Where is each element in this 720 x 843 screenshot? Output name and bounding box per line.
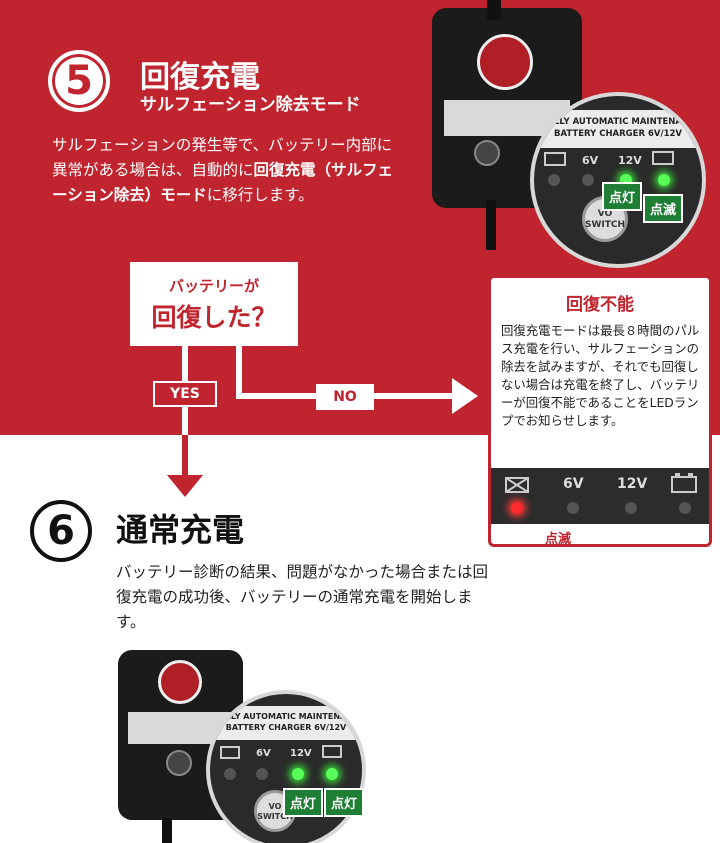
led-6v-bottom — [256, 768, 268, 780]
failure-box: 回復不能 回復充電モードは最長８時間のパルス充電を行い、サルフェーションの除去を… — [488, 275, 712, 547]
step-5-desc-bold: 回復充電（サルフェーション除去）モード — [52, 161, 394, 204]
failure-title: 回復不能 — [566, 295, 634, 315]
label-12v-top: 12V — [618, 154, 642, 167]
question-line-1: バッテリーが — [168, 276, 259, 295]
charger-cable-wire — [162, 818, 172, 843]
led-fail-blinking — [511, 502, 523, 514]
failure-text: 回復充電モードは最長８時間のパルス充電を行い、サルフェーションの除去を試みますが… — [501, 323, 700, 428]
step-5-desc-part-2: に移行します。 — [206, 186, 314, 204]
badge-on-bottom-1: 点灯 — [283, 788, 324, 817]
no-arrow-head — [452, 378, 478, 414]
charger-cable-wire — [486, 200, 496, 250]
zoom-circle-bottom: LLY AUTOMATIC MAINTENA BATTERY CHARGER 6… — [206, 690, 366, 843]
led-fail-top — [548, 174, 560, 186]
no-tag: NO — [316, 384, 374, 410]
battery-x-icon — [220, 746, 240, 759]
led-12v-bottom — [292, 768, 304, 780]
step-6-description: バッテリー診断の結果、問題がなかった場合または回復充電の成功後、バッテリーの通常… — [116, 563, 489, 631]
label-6v-bottom: 6V — [256, 748, 271, 759]
led-12v-off — [625, 502, 637, 514]
zoom-band-top: LLY AUTOMATIC MAINTENA BATTERY CHARGER 6… — [534, 110, 702, 148]
step-6-number-text: 6 — [47, 508, 75, 554]
brand-logo-icon — [158, 660, 202, 704]
led-charge-bottom — [326, 768, 338, 780]
brand-logo-icon — [477, 34, 533, 90]
yes-tag: YES — [153, 381, 217, 407]
voltage-switch-button — [166, 750, 192, 776]
badge-on-bottom-2: 点灯 — [324, 788, 365, 817]
led-6v-top — [582, 174, 594, 186]
zoom-band-bottom: LLY AUTOMATIC MAINTENA BATTERY CHARGER 6… — [210, 706, 362, 740]
step-5-description: サルフェーションの発生等で、バッテリー内部に異常がある場合は、自動的に回復充電（… — [52, 133, 397, 208]
failure-blink-label: 点滅 — [545, 532, 572, 547]
question-box: バッテリーが 回復した？ — [130, 262, 298, 346]
charger-cable-top — [487, 0, 501, 20]
battery-icon — [652, 151, 674, 165]
step-5-title: 回復充電 — [140, 60, 260, 95]
fail-label-12v: 12V — [617, 476, 648, 492]
badge-on-top: 点灯 — [602, 182, 643, 211]
question-line-2: 回復した？ — [151, 302, 277, 332]
fail-label-6v: 6V — [563, 476, 584, 492]
voltage-switch-button — [474, 140, 500, 166]
led-6v-off — [567, 502, 579, 514]
label-12v-bottom: 12V — [290, 748, 312, 759]
battery-icon — [322, 745, 342, 758]
step-5-desc-part-1: サルフェーションの発生等で、バッテリー内部に異常がある場合は、自動的に — [52, 136, 393, 179]
led-charge-off — [679, 502, 691, 514]
zoom-circle-top: LLY AUTOMATIC MAINTENA BATTERY CHARGER 6… — [530, 92, 706, 268]
yes-connector-line-red — [182, 435, 188, 485]
step-5-number: 5 — [48, 50, 110, 112]
led-charge-top — [658, 174, 670, 186]
label-6v-top: 6V — [582, 154, 599, 167]
no-connector-line-vertical — [236, 346, 242, 398]
step-5-subtitle: サルフェーション除去モード — [140, 95, 361, 115]
battery-x-icon — [505, 477, 529, 493]
badge-blink-top: 点滅 — [643, 194, 684, 223]
battery-x-icon — [544, 152, 566, 166]
step-5-number-text: 5 — [65, 58, 93, 104]
step-6-number: 6 — [30, 500, 92, 562]
step-6-title: 通常充電 — [116, 511, 245, 549]
yes-arrow-head — [167, 475, 203, 497]
failure-led-panel: 6V 12V — [491, 468, 709, 524]
battery-icon — [671, 473, 697, 493]
led-fail-bottom — [224, 768, 236, 780]
